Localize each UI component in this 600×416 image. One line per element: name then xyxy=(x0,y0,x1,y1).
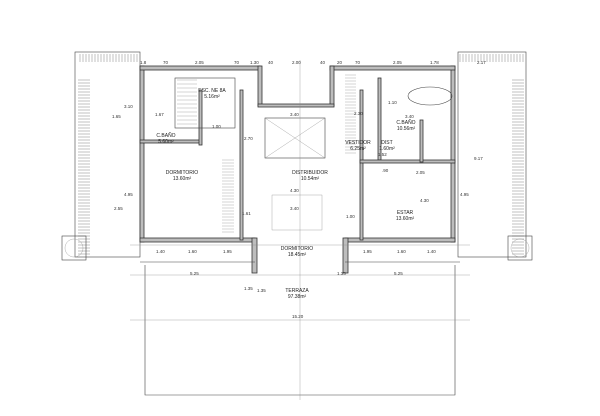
room-area: 18.45m² xyxy=(288,252,307,258)
dimension-label: 70 xyxy=(355,60,361,65)
dimension-label: 1.8 xyxy=(140,60,147,65)
dimensions-top: 1.8 70 2.05 70 1.30 40 2.00 40 20 70 2.0… xyxy=(140,60,486,65)
dimension-label: 1.40 xyxy=(427,249,436,254)
dimensions-bottom: 1.40 1.60 1.95 1.95 1.60 1.40 5.25 5.25 … xyxy=(156,249,436,319)
room-area: 5.16m² xyxy=(204,94,220,100)
room-name: C.BAÑO xyxy=(156,132,175,139)
room-area: 5.60m² xyxy=(158,139,174,145)
room-area: 1.60m² xyxy=(379,146,395,152)
room-area: 10.56m² xyxy=(397,126,416,132)
dimension-label: 1.95 xyxy=(363,249,372,254)
dimension-label: 1.40 xyxy=(156,249,165,254)
dimension-label: 5.25 xyxy=(190,271,199,276)
room-name: ESTAR xyxy=(397,210,414,216)
dimension-label: 15.20 xyxy=(292,314,304,319)
room-area: 6.25m² xyxy=(350,146,366,152)
room-labels: ESC. NE 8A 5.16m² C.BAÑO 5.60m² DORMITOR… xyxy=(156,88,415,300)
dimension-label: 40 xyxy=(320,60,326,65)
dimension-label: 40 xyxy=(268,60,274,65)
dimension-label: 1.52 xyxy=(378,152,387,157)
dimension-label: 2.00 xyxy=(292,60,301,65)
dimension-label: 1.67 xyxy=(155,112,164,117)
dimension-label: .90 xyxy=(382,168,389,173)
room-name: C.BAÑO xyxy=(396,119,415,126)
room-name: DORMITORIO xyxy=(166,170,199,176)
dimension-label: 4.95 xyxy=(124,192,133,197)
stairs xyxy=(174,74,356,233)
room-name: DIST xyxy=(381,140,392,146)
dimension-label: 5.25 xyxy=(394,271,403,276)
plant-pot-left xyxy=(61,235,87,261)
dimension-label: 1.35 xyxy=(244,286,253,291)
bed xyxy=(271,194,323,231)
dimension-label: 1.60 xyxy=(397,249,406,254)
dimension-label: 2.17 xyxy=(477,60,486,65)
dimension-label: 2.05 xyxy=(393,60,402,65)
room-name: VESTIDOR xyxy=(345,140,371,146)
dimension-label: 1.30 xyxy=(250,60,259,65)
dimension-label: 1.78 xyxy=(430,60,439,65)
roof-right xyxy=(457,51,527,258)
roof-left xyxy=(74,51,141,258)
dimension-label: 1.00 xyxy=(346,214,355,219)
terrace-outline xyxy=(130,60,470,400)
dimension-label: 2.70 xyxy=(244,136,253,141)
room-area: 10.54m² xyxy=(301,176,320,182)
dimension-label: 1.00 xyxy=(212,124,221,129)
room-area: 97.38m² xyxy=(288,294,307,300)
dimension-label: 1.10 xyxy=(388,100,397,105)
dimension-label: 70 xyxy=(234,60,240,65)
dimension-label: 3.40 xyxy=(290,206,299,211)
dimension-label: 1.60 xyxy=(188,249,197,254)
room-name: DISTRIBUIDOR xyxy=(292,170,328,176)
room-name: TERRAZA xyxy=(285,288,309,294)
dimension-label: 2.05 xyxy=(195,60,204,65)
dimension-label: 3.40 xyxy=(290,112,299,117)
dimension-label: 4.30 xyxy=(290,188,299,193)
dimension-label: 3.10 xyxy=(124,104,133,109)
dimension-label: 2.05 xyxy=(416,170,425,175)
dimension-label: 4.95 xyxy=(460,192,469,197)
dimension-label: 1.95 xyxy=(223,249,232,254)
dimension-label: 3.40 xyxy=(405,114,414,119)
room-name: DORMITORIO xyxy=(281,246,314,252)
dimension-label: 1.35 xyxy=(337,271,346,276)
dimension-label: 2.30 xyxy=(354,111,363,116)
bathtub xyxy=(407,86,453,106)
void-skylight xyxy=(264,117,326,159)
dimension-label: 20 xyxy=(337,60,343,65)
dimensions-interior: 3.40 2.70 4.30 3.40 1.00 1.00 2.30 3.40 … xyxy=(155,100,429,219)
dimension-label: 2.55 xyxy=(114,206,123,211)
room-area: 13.60m² xyxy=(173,176,192,182)
building-walls xyxy=(139,65,456,274)
room-name: ESC. NE 8A xyxy=(198,88,226,94)
room-area: 13.60m² xyxy=(396,216,415,222)
plant-pot-right xyxy=(507,235,533,261)
dimension-label: 9.17 xyxy=(474,156,483,161)
dimension-label: 4.30 xyxy=(420,198,429,203)
dimension-label: 70 xyxy=(163,60,169,65)
dimensions-side: 1.65 3.10 4.95 2.55 9.17 4.95 xyxy=(112,104,483,211)
dimension-label: 1.61 xyxy=(242,211,251,216)
dimension-label: 1.65 xyxy=(112,114,121,119)
dimension-label: 1.35 xyxy=(257,288,266,293)
